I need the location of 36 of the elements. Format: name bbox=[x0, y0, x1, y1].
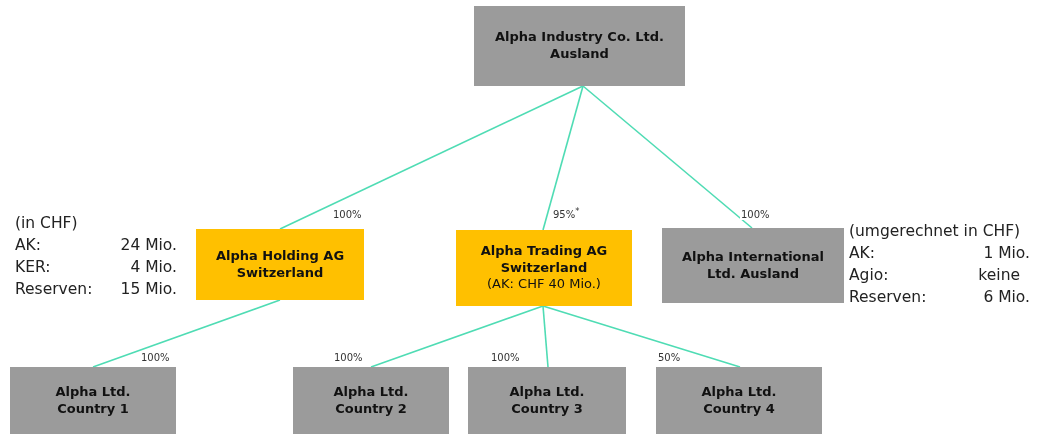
edge-label: 100% bbox=[490, 352, 521, 363]
edge-label: 100% bbox=[740, 209, 771, 220]
financial-info-text: 1 Mio. bbox=[983, 243, 1030, 264]
edge-label: 100% bbox=[332, 209, 363, 220]
financial-info-text: Agio: bbox=[849, 265, 889, 286]
connector-line bbox=[542, 305, 741, 368]
financial-info-text: AK: bbox=[15, 235, 41, 256]
financial-info-text: Reserven: bbox=[849, 287, 927, 308]
company-box: Alpha Ltd. Country 3 bbox=[468, 367, 626, 434]
financial-info-text: KER: bbox=[15, 257, 51, 278]
financial-info-text: (in CHF) bbox=[15, 213, 78, 234]
company-box: Alpha Industry Co. Ltd. Ausland bbox=[474, 6, 685, 86]
financial-info-text: keine bbox=[978, 265, 1020, 286]
connector-line bbox=[542, 305, 549, 368]
company-box-highlighted: Alpha Trading AG Switzerland (AK: CHF 40 Mio.) bbox=[456, 230, 632, 306]
connector-line bbox=[370, 305, 544, 368]
edge-label: 100% bbox=[333, 352, 364, 363]
company-box: Alpha Ltd. Country 2 bbox=[293, 367, 449, 434]
company-box: Alpha Ltd. Country 1 bbox=[10, 367, 176, 434]
financial-info-text: 24 Mio. bbox=[120, 235, 177, 256]
financial-info-text: Reserven: bbox=[15, 279, 93, 300]
financial-info-text: 4 Mio. bbox=[130, 257, 177, 278]
company-box: Alpha Ltd. Country 4 bbox=[656, 367, 822, 434]
edge-label: 50% bbox=[657, 352, 682, 363]
connector-line bbox=[279, 85, 584, 230]
financial-info-text: AK: bbox=[849, 243, 875, 264]
connector-line bbox=[92, 299, 281, 368]
financial-info-text: 15 Mio. bbox=[120, 279, 177, 300]
financial-info-text: (umgerechnet in CHF) bbox=[849, 221, 1021, 242]
connector-line bbox=[542, 85, 584, 231]
edge-label: 100% bbox=[140, 352, 171, 363]
connector-line bbox=[582, 85, 753, 229]
company-box-highlighted: Alpha Holding AG Switzerland bbox=[196, 229, 364, 300]
company-box: Alpha International Ltd. Ausland bbox=[662, 228, 844, 303]
financial-info-text: 6 Mio. bbox=[983, 287, 1030, 308]
edge-label: 95%$^{*}$ bbox=[552, 207, 581, 221]
